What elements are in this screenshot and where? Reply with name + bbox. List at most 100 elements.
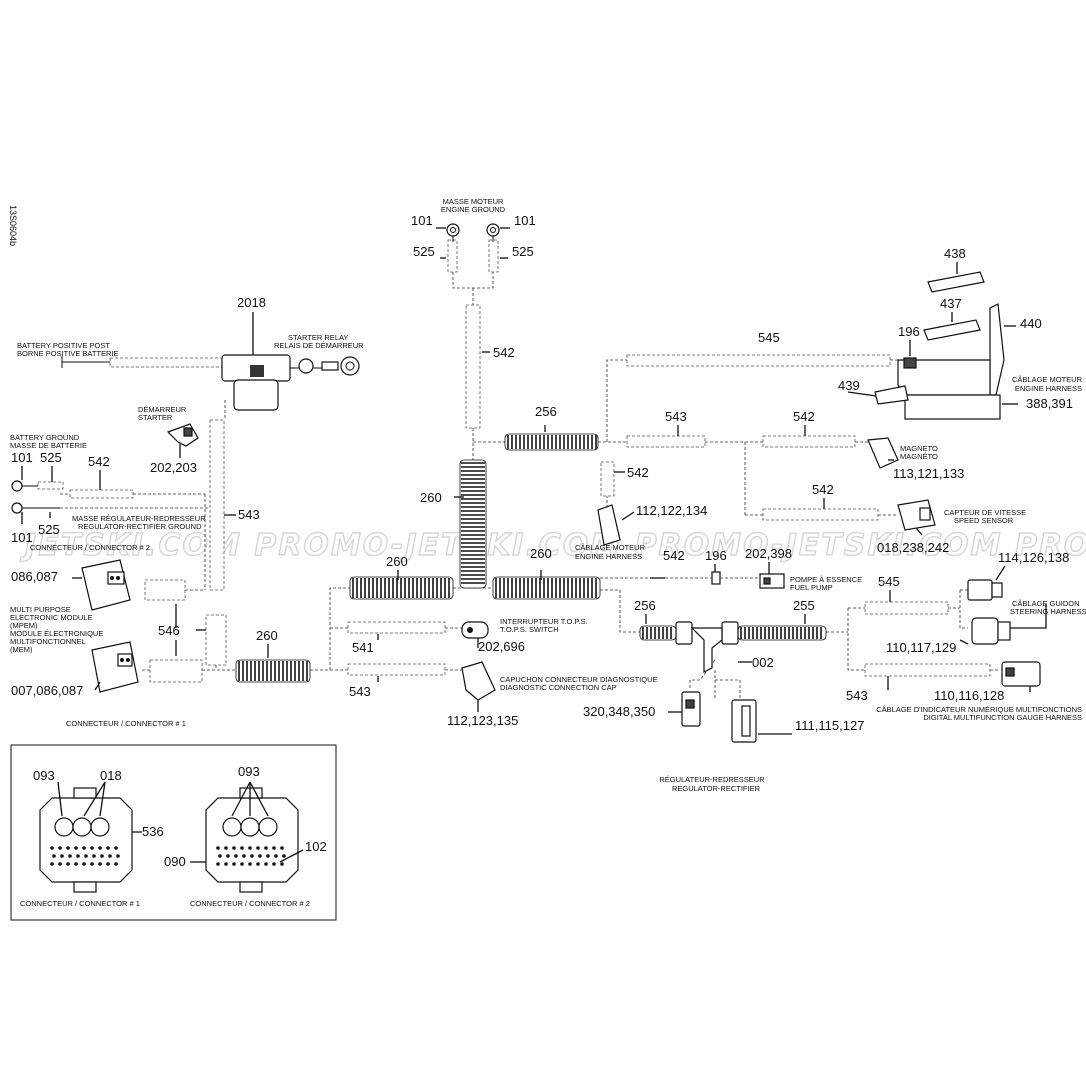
- caption-regulator-en: REGULATOR-RECTIFIER: [672, 784, 761, 793]
- ref-388-391: 388,391: [1026, 396, 1073, 411]
- ref-437: 437: [940, 296, 962, 311]
- fuel-pump-connector: [759, 573, 785, 589]
- watermark: JETSKI.COM PROMO-JETSKI.COM PROMO-JETSKI…: [20, 528, 1086, 563]
- caption-battery-ground-en: BATTERY GROUND: [10, 433, 80, 442]
- caption-mpem-5: MULTIFONCTIONNEL: [10, 637, 86, 646]
- ref-542-vertical: 542: [493, 345, 515, 360]
- ref-112-122-134: 112,122,134: [636, 503, 707, 518]
- ref-2018: 2018: [237, 295, 266, 310]
- ref-545-low: 545: [878, 574, 900, 589]
- cable-546: [149, 659, 203, 683]
- cable-543-left: [209, 419, 225, 591]
- caption-mpem-2: ELECTRONIC MODULE: [10, 613, 93, 622]
- ref-320-348-350: 320,348,350: [583, 704, 655, 719]
- caption-regulator-fr: RÉGULATEUR-REDRESSEUR: [659, 775, 765, 784]
- cable-545-top: [626, 354, 891, 367]
- inset-caption-connector-2: CONNECTEUR / CONNECTOR # 2: [190, 899, 310, 908]
- engine-ground-terminal-right: [486, 223, 500, 242]
- caption-starter-en: STARTER: [138, 413, 173, 422]
- caption-mpem-1: MULTI PURPOSE: [10, 605, 71, 614]
- cable-542-mid: [762, 508, 879, 521]
- ref-536: 536: [142, 824, 164, 839]
- connector-196-low: [711, 571, 721, 585]
- conduit-260-a: [349, 576, 454, 600]
- conduit-256-low: [639, 625, 677, 641]
- cable-543-right: [864, 663, 991, 677]
- caption-starter-relay-en: STARTER RELAY: [288, 333, 348, 342]
- battery-ground-terminal: [11, 480, 38, 492]
- steering-connector-114: [967, 579, 1003, 601]
- ref-101-regulator: 101: [11, 530, 33, 545]
- conduit-260-c: [235, 659, 311, 683]
- ref-101-left: 101: [411, 213, 433, 228]
- ref-202-203: 202,203: [150, 460, 197, 475]
- caption-fuel-pump-en: FUEL PUMP: [790, 583, 833, 592]
- cable-525-right: [488, 239, 499, 273]
- ref-102: 102: [305, 839, 327, 854]
- inset-connector-1: [39, 787, 133, 893]
- inset-connector-2: [205, 787, 299, 893]
- cable-542-top: [762, 435, 856, 448]
- caption-tops-en: T.O.P.S. SWITCH: [500, 625, 559, 634]
- battery-positive-cable: [109, 357, 226, 368]
- caption-starter-fr: DÉMARREUR: [138, 405, 187, 414]
- connector-438: [927, 271, 985, 293]
- harness-tubes: [37, 239, 991, 683]
- caption-battery-post-en: BATTERY POSITIVE POST: [17, 341, 110, 350]
- ref-093-b: 093: [238, 764, 260, 779]
- ref-525-battery: 525: [40, 450, 62, 465]
- caption-speed-sensor-fr: CAPTEUR DE VITESSE: [944, 508, 1026, 517]
- ref-439: 439: [838, 378, 860, 393]
- magneto-connector: [867, 437, 899, 469]
- connector-437: [923, 319, 981, 341]
- diagnostic-connection-cap: [461, 661, 496, 701]
- caption-speed-sensor-en: SPEED SENSOR: [954, 516, 1014, 525]
- gauge-harness-connector: [1001, 661, 1041, 687]
- caption-steering-en: STEERING HARNESS: [1010, 607, 1086, 616]
- cable-545-low: [864, 601, 949, 615]
- ref-543-left: 543: [238, 507, 260, 522]
- speed-sensor-connector: [897, 499, 936, 531]
- doc-code: 13S0604b: [8, 205, 18, 246]
- caption-magneto-1: MAGNETO: [900, 444, 938, 453]
- caption-tops-fr: INTERRUPTEUR T.O.P.S.: [500, 617, 588, 626]
- cable-541: [347, 621, 446, 634]
- ref-196-low: 196: [705, 548, 727, 563]
- ref-202-696: 202,696: [478, 639, 525, 654]
- caption-gauge-fr: CÂBLAGE D'INDICATEUR NUMÉRIQUE MULTIFONC…: [876, 705, 1082, 714]
- ref-525-regulator: 525: [38, 522, 60, 537]
- caption-reg-ground-fr: MASSE RÉGULATEUR-REDRESSEUR: [72, 514, 206, 523]
- cable-542-small: [600, 461, 615, 497]
- conduit-260-b: [492, 576, 601, 600]
- ref-112-123-135: 112,123,135: [447, 713, 518, 728]
- tops-switch: [461, 621, 489, 639]
- caption-mpem-6: (MEM): [10, 645, 33, 654]
- engine-harness-module: [874, 303, 1005, 420]
- caption-magneto-2: MAGNÉTO: [900, 452, 938, 461]
- starter-connector: [166, 423, 199, 447]
- ref-440: 440: [1020, 316, 1042, 331]
- caption-gauge-en: DIGITAL MULTIFUNCTION GAUGE HARNESS: [923, 713, 1082, 722]
- cable-left-box-2: [205, 614, 227, 666]
- caption-engine-harness-low-en: ENGINE HARNESS: [575, 552, 642, 561]
- ref-542-mid: 542: [812, 482, 834, 497]
- caption-engine-harness-en: ENGINE HARNESS: [1015, 384, 1082, 393]
- caption-diag-cap-en: DIAGNOSTIC CONNECTION CAP: [500, 683, 617, 692]
- leader-arrows: [21, 227, 1047, 735]
- inset-connector-2-pins: [216, 846, 286, 866]
- caption-starter-relay-fr: RELAIS DE DÉMARREUR: [274, 341, 364, 350]
- ref-543-low: 543: [349, 684, 371, 699]
- ref-542-low: 542: [663, 548, 685, 563]
- mpem-connector-2: [81, 559, 131, 611]
- ref-542-top: 542: [793, 409, 815, 424]
- ref-545-top: 545: [758, 330, 780, 345]
- inset-caption-connector-1: CONNECTEUR / CONNECTOR # 1: [20, 899, 140, 908]
- ref-018-238-242: 018,238,242: [877, 540, 949, 555]
- steering-connector-110: [971, 617, 1011, 645]
- harness-junction-002: [675, 621, 739, 673]
- ref-542-battery: 542: [88, 454, 110, 469]
- ref-260-vertical: 260: [420, 490, 442, 505]
- ref-086-087: 086,087: [11, 569, 58, 584]
- regulator-ground-terminal: [11, 502, 60, 514]
- ref-007-086-087: 007,086,087: [11, 683, 83, 698]
